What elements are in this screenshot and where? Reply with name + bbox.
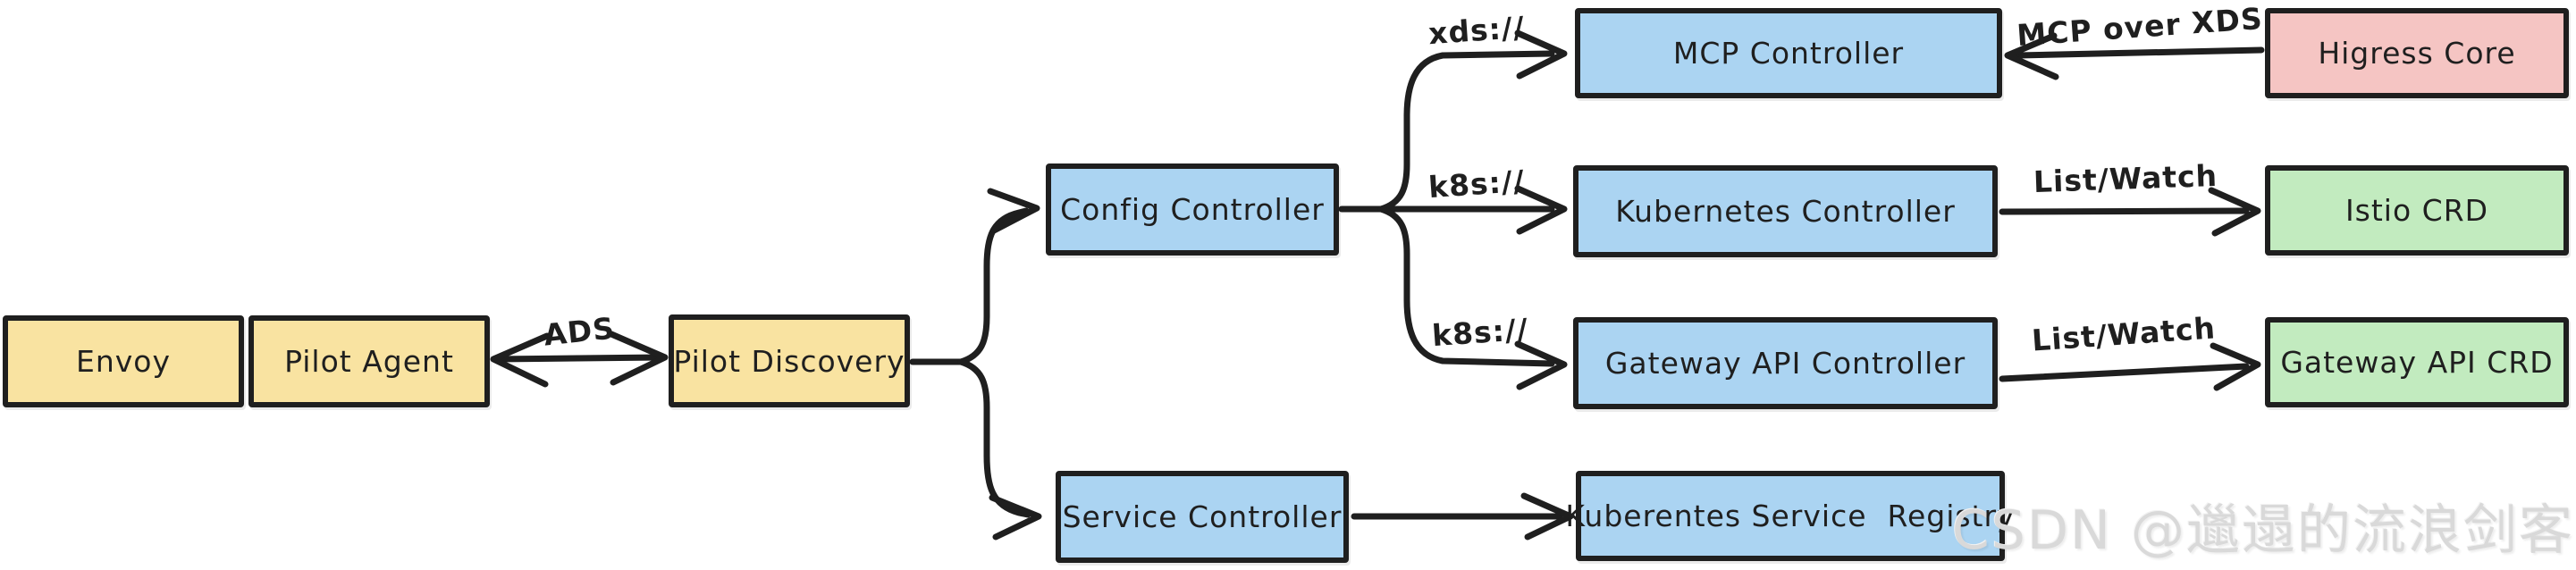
node-mcp-controller: MCP Controller [1575,8,2002,98]
edge-service-to-registry [1351,492,1574,541]
node-kubernetes-service-registry: Kuberentes Service Registry [1565,471,2015,561]
node-gateway-api-crd: Gateway API CRD [2265,317,2569,407]
edge-mcp-over-xds [2004,32,2265,80]
edge-config-controller-fork [1338,29,1568,390]
node-envoy: Envoy [3,315,244,407]
node-kubernetes-controller: Kubernetes Controller [1573,165,1998,257]
node-istio-crd: Istio CRD [2265,165,2569,256]
edge-list-watch-bottom [1999,342,2261,391]
edge-label-xds-top: xds:// [1427,9,1527,52]
edge-ads-double-arrow [490,331,669,388]
csdn-watermark: CSDN @邋遢的流浪剑客 [1951,499,2574,562]
edge-pilot-discovery-fork [909,188,1042,541]
node-config-controller: Config Controller [1046,163,1339,256]
edge-list-watch-top [1999,187,2261,237]
edge-label-ads: ADS [542,310,617,353]
node-gateway-api-controller: Gateway API Controller [1573,317,1998,409]
node-service-controller: Service Controller [1056,471,1349,563]
edge-label-list-watch-top: List/Watch [2033,157,2218,200]
edge-label-k8s-bottom: k8s:// [1430,311,1530,354]
node-pilot-agent: Pilot Agent [248,315,490,407]
node-pilot-discovery: Pilot Discovery [669,314,910,407]
node-higress-core: Higress Core [2265,8,2569,98]
edge-label-k8s-middle: k8s:// [1427,163,1527,205]
